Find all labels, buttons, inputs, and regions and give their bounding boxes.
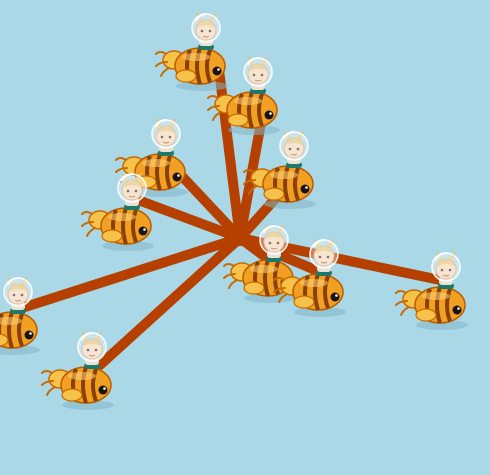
tether-beam-9 — [17, 233, 245, 313]
tether-beam-1 — [213, 57, 245, 243]
tether-hub-icon — [232, 230, 248, 246]
tether-beam-10 — [95, 233, 245, 370]
tether-beam-5 — [133, 195, 245, 243]
